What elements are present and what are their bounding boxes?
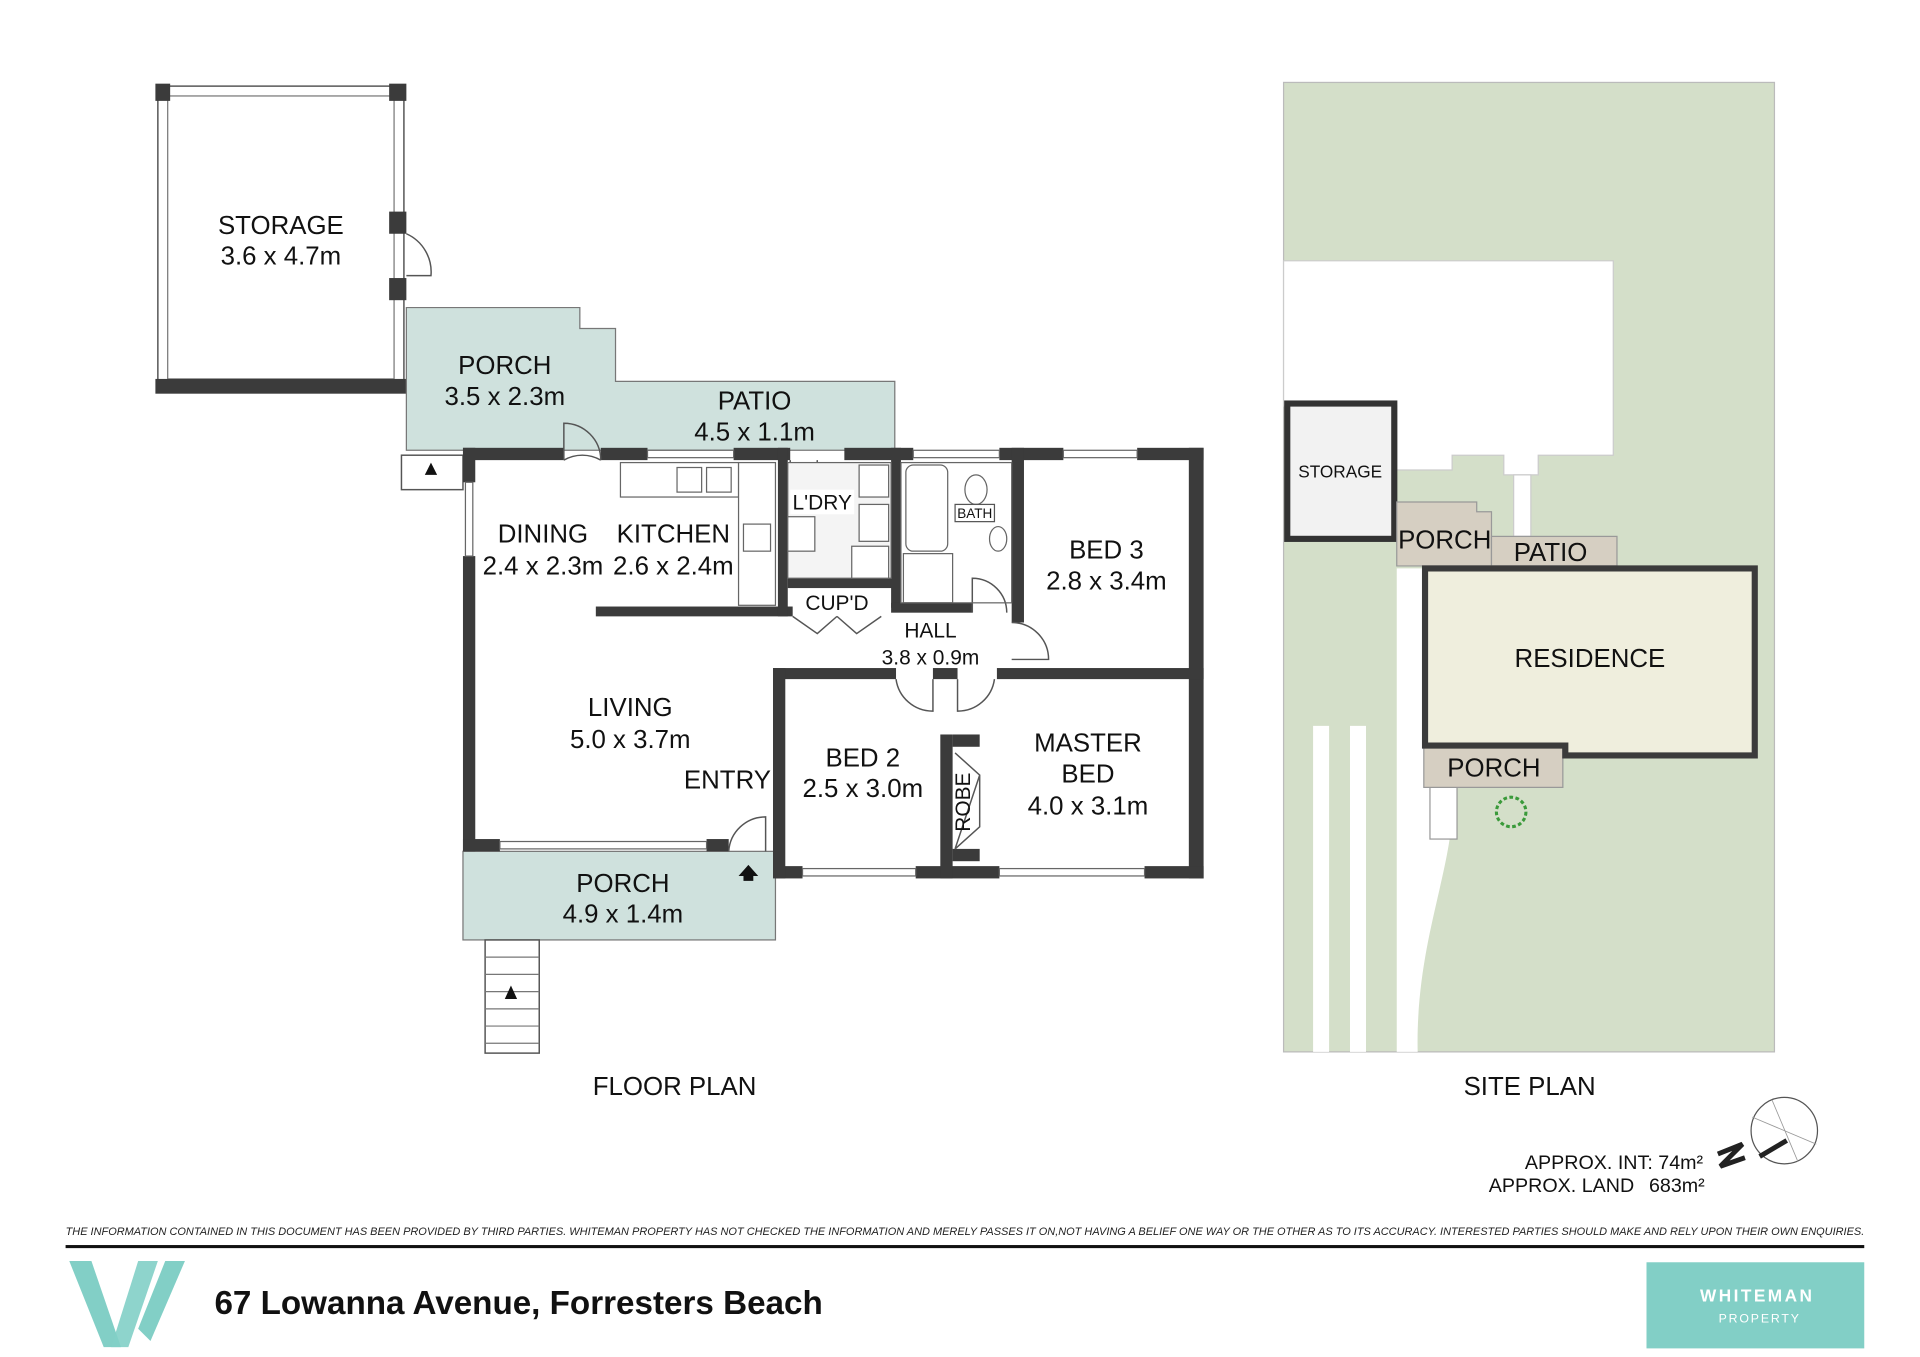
whiteman-brand-badge: WHITEMAN PROPERTY <box>1646 1262 1865 1349</box>
kitchen-label: KITCHEN <box>617 521 730 549</box>
fixtures <box>619 461 1013 606</box>
whiteman-w-logo <box>69 1261 185 1348</box>
site-patio-label: PATIO <box>1514 539 1588 567</box>
storage-room: STORAGE 3.6 x 4.7m <box>155 83 432 394</box>
site-rear-porch-label: PORCH <box>1398 527 1491 555</box>
storage-door <box>406 233 432 277</box>
rear-porch-size: 3.5 x 2.3m <box>444 383 565 411</box>
site-residence <box>1421 565 1758 759</box>
dining-size: 2.4 x 2.3m <box>483 553 604 581</box>
hall-label: HALL <box>904 619 956 642</box>
storage-label: STORAGE <box>218 212 344 240</box>
patio-size: 4.5 x 1.1m <box>694 418 815 446</box>
doors <box>563 422 1050 852</box>
dining-label: DINING <box>498 521 588 549</box>
brand-sub: PROPERTY <box>1719 1312 1801 1326</box>
front-door-arrow-icon <box>738 864 759 881</box>
site-storage <box>1284 400 1398 542</box>
disclaimer-text: THE INFORMATION CONTAINED IN THIS DOCUME… <box>66 1226 1865 1238</box>
area-summary: APPROX. INT: 74m² APPROX. LAND 683m² <box>1489 1152 1705 1197</box>
front-porch-label: PORCH <box>576 870 669 898</box>
internal-area: APPROX. INT: 74m² <box>1525 1152 1704 1174</box>
footer-divider <box>65 1245 1865 1249</box>
north-compass-icon <box>1716 1096 1819 1169</box>
entry-arrow-icon <box>424 462 438 475</box>
floor-plan-title: FLOOR PLAN <box>593 1073 757 1101</box>
site-residence-label: RESIDENCE <box>1515 645 1666 673</box>
entry-label: ENTRY <box>684 767 771 795</box>
storage-size: 3.6 x 4.7m <box>221 243 342 271</box>
land-area-value: 683m² <box>1649 1175 1705 1197</box>
property-address: 67 Lowanna Avenue, Forresters Beach <box>214 1285 822 1322</box>
bed3-size: 2.8 x 3.4m <box>1046 567 1167 595</box>
rear-porch-patio: PORCH 3.5 x 2.3m PATIO 4.5 x 1.1m <box>400 306 896 491</box>
cupboard-label: CUP'D <box>805 592 868 615</box>
master-label-1: MASTER <box>1034 730 1142 758</box>
robe-label: ROBE <box>952 772 975 831</box>
tree-icon <box>1494 795 1528 829</box>
front-porch: PORCH 4.9 x 1.4m <box>462 850 777 1054</box>
living-label: LIVING <box>588 694 673 722</box>
site-plan-title: SITE PLAN <box>1464 1073 1596 1101</box>
room-labels: DINING 2.4 x 2.3m KITCHEN 2.6 x 2.4m L'D… <box>483 489 1167 832</box>
master-size: 4.0 x 3.1m <box>1028 792 1149 820</box>
bath-label: BATH <box>957 506 992 521</box>
stairs-arrow-icon <box>504 985 518 999</box>
site-plan: STORAGE PORCH PATIO RESIDENCE PORCH SITE… <box>1282 81 1776 1101</box>
bed2-label: BED 2 <box>825 744 900 772</box>
site-storage-label: STORAGE <box>1298 461 1382 481</box>
bed3-label: BED 3 <box>1069 537 1144 565</box>
patio-label: PATIO <box>718 388 792 416</box>
kitchen-size: 2.6 x 2.4m <box>613 553 734 581</box>
walls <box>462 447 1204 879</box>
living-size: 5.0 x 3.7m <box>570 726 691 754</box>
site-front-porch-label: PORCH <box>1447 754 1540 782</box>
rear-porch-label: PORCH <box>458 352 551 380</box>
front-porch-size: 4.9 x 1.4m <box>563 901 684 929</box>
brand-name: WHITEMAN <box>1700 1286 1814 1306</box>
master-label-2: BED <box>1061 760 1114 788</box>
laundry-label: L'DRY <box>793 491 852 514</box>
land-area-label: APPROX. LAND <box>1489 1175 1634 1197</box>
bed2-size: 2.5 x 3.0m <box>803 775 924 803</box>
floor-plan: STORAGE 3.6 x 4.7m PORCH 3.5 x 2.3m PATI… <box>155 83 1204 1101</box>
hall-size: 3.8 x 0.9m <box>882 646 980 669</box>
